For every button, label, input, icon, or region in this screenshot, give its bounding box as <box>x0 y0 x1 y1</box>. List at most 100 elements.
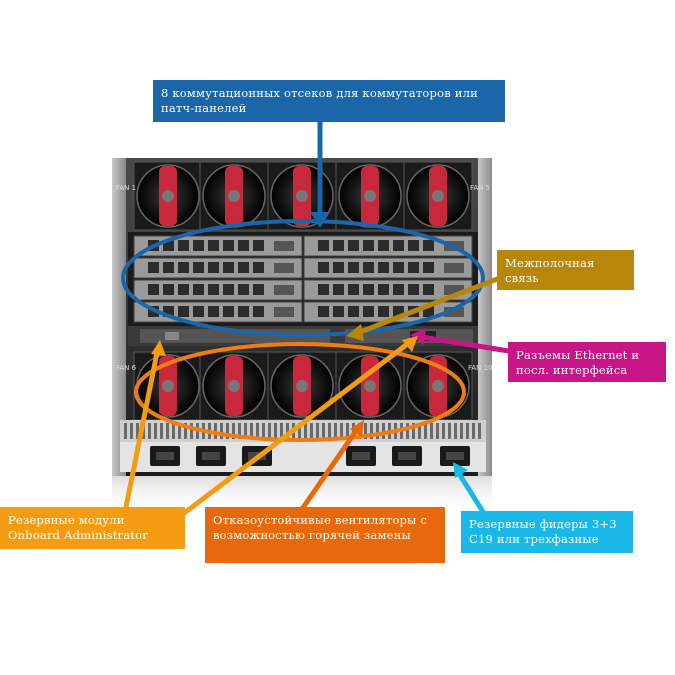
vent-slot <box>328 423 331 439</box>
vent-slot <box>226 423 229 439</box>
top-fan-2 <box>199 161 269 231</box>
vent-slot <box>346 423 349 439</box>
interconnect-highlight-ellipse <box>121 219 485 337</box>
top-fan-row <box>133 161 473 231</box>
callout-ethernet: Разъемы Ethernet и посл. интерфейса <box>508 342 666 382</box>
callout-switch-bays: 8 коммутационных отсеков для коммутаторо… <box>153 80 505 122</box>
vent-slot <box>376 423 379 439</box>
interconnect-module <box>133 279 303 301</box>
vent-slot <box>460 423 463 439</box>
vent-slot <box>298 423 301 439</box>
vent-slot <box>148 423 151 439</box>
vent-slot <box>166 423 169 439</box>
vent-slot <box>316 423 319 439</box>
vent-slot <box>448 423 451 439</box>
arrow-ethernet <box>419 334 518 355</box>
fans-highlight-ellipse <box>134 342 466 442</box>
interconnect-module <box>303 235 473 257</box>
power-socket <box>392 446 422 466</box>
vent-slot <box>232 423 235 439</box>
vent-slot <box>124 423 127 439</box>
vent-slot <box>340 423 343 439</box>
arrow-onboard-admin-left <box>122 345 161 515</box>
vent-slot <box>412 423 415 439</box>
vent-slot <box>268 423 271 439</box>
vent-slot <box>364 423 367 439</box>
vent-slot <box>214 423 217 439</box>
callout-power: Резервные фидеры 3+3 C19 или трехфазные <box>461 511 633 553</box>
power-socket <box>346 446 376 466</box>
vent-slot <box>304 423 307 439</box>
vent-slot <box>274 423 277 439</box>
vent-slot <box>172 423 175 439</box>
interconnect-module <box>133 257 303 279</box>
arrowhead-onboard-admin-right <box>402 336 418 352</box>
callout-arrows <box>122 115 518 523</box>
callout-onboard-admin: Резервные модули Onboard Administrator <box>0 507 185 549</box>
vent-slot <box>310 423 313 439</box>
vent-slot <box>430 423 433 439</box>
bottom-fan-2 <box>199 351 269 421</box>
fan-tag-bottom-right: FAN 10 <box>468 364 493 372</box>
interconnect-bays <box>128 232 478 326</box>
vent-slot <box>184 423 187 439</box>
interconnect-module <box>303 279 473 301</box>
arrow-power <box>455 469 488 518</box>
vent-slot <box>262 423 265 439</box>
vent-slot <box>418 423 421 439</box>
vent-slot <box>220 423 223 439</box>
arrowhead-onboard-admin-left <box>151 340 166 356</box>
vent-slot <box>478 423 481 439</box>
callout-fans: Отказоустойчивые вентиляторы с возможнос… <box>205 507 445 563</box>
vent-slot <box>442 423 445 439</box>
arrow-onboard-admin-right <box>172 339 413 523</box>
interconnect-module <box>133 235 303 257</box>
arrow-midplane <box>352 273 508 337</box>
vent-slot <box>178 423 181 439</box>
power-socket <box>150 446 180 466</box>
fan-tag-bottom-left: FAN 6 <box>116 364 137 372</box>
vent-slot <box>160 423 163 439</box>
bottom-fan-4 <box>335 351 405 421</box>
power-supply-section <box>120 420 486 472</box>
vent-slot <box>436 423 439 439</box>
arrowhead-switch-bays <box>310 212 330 228</box>
vent-slot <box>136 423 139 439</box>
power-socket <box>196 446 226 466</box>
vent-slot <box>244 423 247 439</box>
vent-slot <box>154 423 157 439</box>
vent-slot <box>130 423 133 439</box>
bottom-fan-3 <box>267 351 337 421</box>
vent-slot <box>250 423 253 439</box>
vent-slot <box>334 423 337 439</box>
top-fan-4 <box>335 161 405 231</box>
vent-slot <box>370 423 373 439</box>
vent-slot <box>280 423 283 439</box>
top-fan-5 <box>403 161 473 231</box>
vent-slot <box>322 423 325 439</box>
vent-slot <box>466 423 469 439</box>
vent-slot <box>256 423 259 439</box>
fan-tag-top-left: FAN 1 <box>116 184 136 192</box>
vent-slot <box>286 423 289 439</box>
power-socket <box>440 446 470 466</box>
arrow-fans <box>297 425 361 515</box>
vent-slot <box>382 423 385 439</box>
vent-slot <box>406 423 409 439</box>
vent-slot <box>472 423 475 439</box>
callout-midplane: Межполочная связь <box>497 250 634 290</box>
fan-tag-top-right: FAN 5 <box>470 184 490 192</box>
vent-slot <box>424 423 427 439</box>
interconnect-module <box>303 257 473 279</box>
top-fan-1 <box>133 161 203 231</box>
vent-slot <box>190 423 193 439</box>
arrowhead-midplane <box>346 324 364 341</box>
vent-slot <box>238 423 241 439</box>
arrowhead-fans <box>350 420 364 437</box>
vent-slot <box>454 423 457 439</box>
bottom-fan-row <box>133 351 473 421</box>
fan-tags: FAN 1 FAN 5 FAN 6 FAN 10 <box>116 184 493 372</box>
arrowhead-ethernet <box>410 328 426 345</box>
arrowhead-power <box>453 462 468 478</box>
